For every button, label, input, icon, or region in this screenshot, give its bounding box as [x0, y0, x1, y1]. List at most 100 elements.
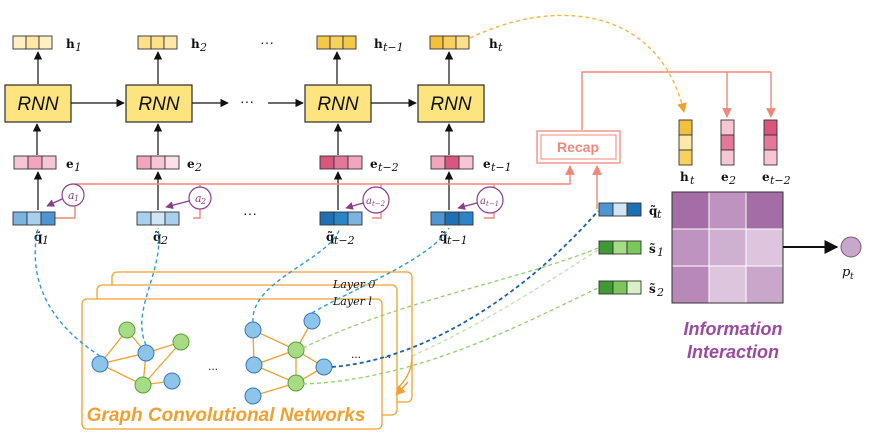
attention-sub-2: 2: [200, 197, 206, 206]
hidden-sub-t-1: t−1: [383, 41, 404, 54]
embed-label-t-1: e: [483, 157, 491, 171]
rnn-cell-t: RNN: [417, 84, 485, 123]
hidden-sub-1: 1: [75, 41, 82, 54]
recap-label: Recap: [557, 139, 599, 155]
recap-vector-sub-e2: 2: [728, 174, 736, 187]
query-sub-t-1: t−1: [447, 234, 468, 247]
attention-label-t-2: a: [366, 196, 372, 207]
attention-sub-t-2: t−2: [372, 200, 386, 208]
hidden-vector-1: h 1: [12, 35, 82, 54]
hidden-vector-t: h t: [429, 35, 503, 54]
embed-sub-t-1: t−1: [491, 161, 512, 174]
embedding-vectors: e 1 e 2 e t−2 e t−1: [13, 155, 512, 174]
attention-2: a 2: [165, 186, 212, 210]
query-to-embed-arrows: [33, 171, 454, 210]
input-label-q-t: q̃: [649, 204, 658, 218]
hidden-label-t: h: [489, 37, 498, 51]
rnn-cell-1: RNN: [4, 84, 72, 123]
info-interaction-line1: Information: [684, 319, 783, 339]
attention-nodes: a 1 a 2 a t−2 a t−1: [46, 183, 504, 214]
rnn-label-t: RNN: [430, 94, 471, 115]
recap-vector-e2: e 2: [720, 119, 736, 187]
input-label-s-1: s̃: [649, 242, 656, 256]
input-sub-s-2: 2: [656, 286, 664, 299]
rnn-cell-t-1: RNN: [304, 84, 372, 123]
query-vectors: q̃ 1 q̃ 2 ··· q̃ t−2 q̃ t−1: [12, 205, 474, 247]
recap-vector-h: h t: [678, 119, 695, 187]
gcn-block: Layer 0 Layer l: [81, 271, 413, 430]
attention-1: a 1: [46, 183, 85, 207]
query-sub-2: 2: [160, 234, 168, 247]
gcn-layer-label-l: Layer l: [332, 295, 372, 308]
gcn-layer-label-0: Layer 0: [332, 278, 375, 291]
hidden-vector-2: h 2: [137, 35, 207, 54]
embed-vector-2: e 2: [136, 155, 202, 174]
rnn-cell-2: RNN: [125, 84, 193, 123]
rnn-to-hidden-arrows: [33, 51, 454, 84]
query-vector-1: q̃ 1: [12, 211, 56, 247]
attention-label-1: a: [68, 189, 75, 202]
query-sub-t-2: t−2: [334, 234, 355, 247]
embed-sub-2: 2: [194, 161, 202, 174]
gcn-node-ellipsis-3: ...: [381, 347, 391, 361]
gcn-title: Graph Convolutional Networks: [87, 405, 366, 426]
attention-sub-1: 1: [74, 194, 79, 203]
attention-t-2: a t−2: [345, 186, 390, 214]
input-sub-q-t: t: [657, 208, 662, 221]
recap-vector-et2: e t−2: [762, 119, 791, 187]
output-label: p: [842, 265, 851, 280]
embed-label-2: e: [187, 157, 195, 171]
output-sub: t: [850, 272, 854, 282]
input-q-t: q̃ t: [598, 202, 662, 221]
embed-label-1: e: [66, 157, 74, 171]
information-interaction-caption: Information Interaction: [684, 319, 783, 362]
interaction-matrix: [671, 191, 784, 304]
rnn-cells: RNN RNN ··· RNN RNN: [4, 84, 485, 123]
embed-vector-1: e 1: [13, 155, 81, 174]
recap-vector-label-h: h: [680, 170, 689, 184]
query-vector-2: q̃ 2: [136, 211, 180, 247]
embed-vector-t-1: e t−1: [430, 155, 512, 174]
rnn-label-t-1: RNN: [317, 94, 358, 115]
query-label-1: q̃: [34, 230, 43, 244]
hidden-sub-t: t: [498, 41, 503, 54]
hidden-vector-t-1: h t−1: [316, 35, 404, 54]
input-label-s-2: s̃: [649, 282, 656, 296]
input-s-1: s̃ 1: [598, 240, 664, 259]
gcn-node-ellipsis-1: ...: [208, 359, 218, 373]
recap-box: Recap: [536, 130, 621, 164]
attention-label-2: a: [195, 192, 202, 205]
embed-label-t-2: e: [370, 157, 378, 171]
output-node: p t: [840, 236, 862, 282]
recap-vector-label-et2: e: [762, 170, 770, 184]
query-vector-t-1: q̃ t−1: [430, 211, 474, 247]
query-label-t-1: q̃: [439, 230, 448, 244]
info-interaction-line2: Interaction: [687, 342, 779, 362]
query-label-t-2: q̃: [326, 230, 335, 244]
query-ellipsis: ···: [243, 205, 257, 221]
embed-sub-t-2: t−2: [378, 161, 399, 174]
gcn-nodes: [91, 312, 333, 405]
input-sub-s-1: 1: [657, 246, 664, 259]
gcn-node-ellipsis-2: ...: [351, 347, 361, 361]
attention-sub-t-1: t−1: [486, 200, 499, 208]
interaction-inputs: q̃ t s̃ 1 s̃ 2: [598, 202, 664, 299]
hidden-ellipsis: ···: [260, 34, 274, 50]
gcn-layer-front: [81, 298, 383, 430]
rnn-label-2: RNN: [138, 94, 179, 115]
embed-to-rnn-arrows: [32, 123, 454, 155]
query-label-2: q̃: [153, 230, 162, 244]
embed-vector-t-2: e t−2: [319, 155, 399, 174]
recap-vector-sub-et2: t−2: [770, 174, 791, 187]
input-s-2: s̃ 2: [598, 280, 664, 299]
attention-t-1: a t−1: [457, 186, 504, 214]
hidden-sub-2: 2: [199, 41, 207, 54]
hidden-state-vectors: h 1 h 2 ··· h t−1 h t: [12, 34, 503, 54]
recap-vector-sub-h: t: [690, 174, 695, 187]
gcn-to-query-links: [34, 210, 599, 385]
recap-vectors: h t e 2 e t−2: [678, 119, 791, 187]
query-vector-t-2: q̃ t−2: [319, 211, 363, 247]
rnn-ellipsis: ···: [240, 93, 254, 109]
attention-label-t-1: a: [480, 196, 486, 207]
